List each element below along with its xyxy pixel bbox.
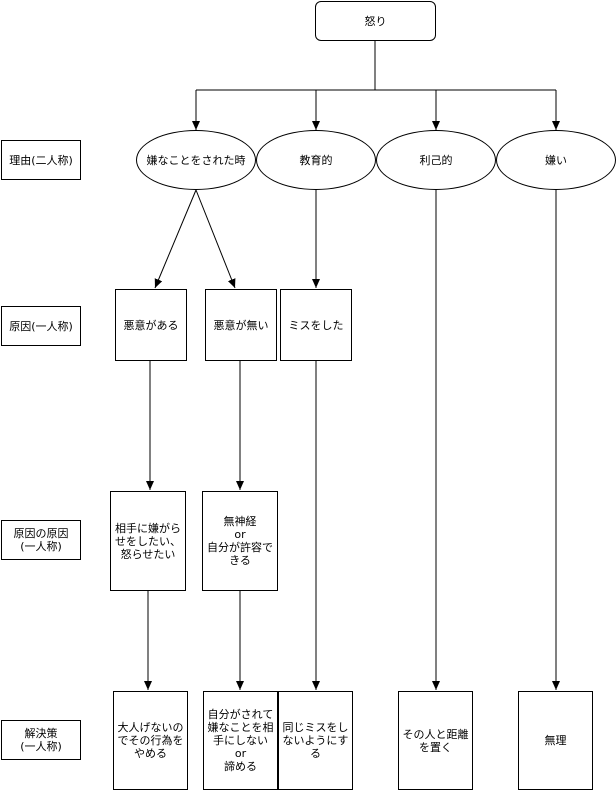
solution-ignore-box: 自分がされて 嫌なことを相 手にしない or 諦める xyxy=(203,691,278,790)
solution-impossible-box: 無理 xyxy=(518,691,593,790)
solution-no-repeat-box: 同じミスをし ないようにす る xyxy=(278,691,353,790)
edge-harmed-no-malice xyxy=(195,189,236,289)
root-cause-provoke-box: 相手に嫌がら せをしたい、 怒らせたい xyxy=(110,491,186,591)
row-label-solution: 解決策 (一人称) xyxy=(1,720,81,760)
cause-mistake-box: ミスをした xyxy=(280,289,352,361)
root-cause-careless-box: 無神経 or 自分が許容で きる xyxy=(202,491,278,591)
reason-harmed-ellipse: 嫌なことをされた時 xyxy=(136,130,256,190)
solution-distance-box: その人と距離 を置く xyxy=(398,691,473,790)
reason-educational-ellipse: 教育的 xyxy=(256,130,376,190)
reason-selfish-ellipse: 利己的 xyxy=(376,130,496,190)
cause-no-malice-box: 悪意が無い xyxy=(205,289,277,361)
reason-dislike-ellipse: 嫌い xyxy=(496,130,616,190)
anger-node: 怒り xyxy=(315,1,436,41)
solution-stop-box: 大人げないの でその行為を やめる xyxy=(113,691,188,790)
row-label-cause: 原因(一人称) xyxy=(1,306,81,346)
edge-harmed-malicious xyxy=(154,189,197,289)
row-label-reason: 理由(二人称) xyxy=(1,140,81,180)
cause-malicious-box: 悪意がある xyxy=(115,289,187,361)
row-label-root-cause: 原因の原因 (一人称) xyxy=(1,520,81,560)
